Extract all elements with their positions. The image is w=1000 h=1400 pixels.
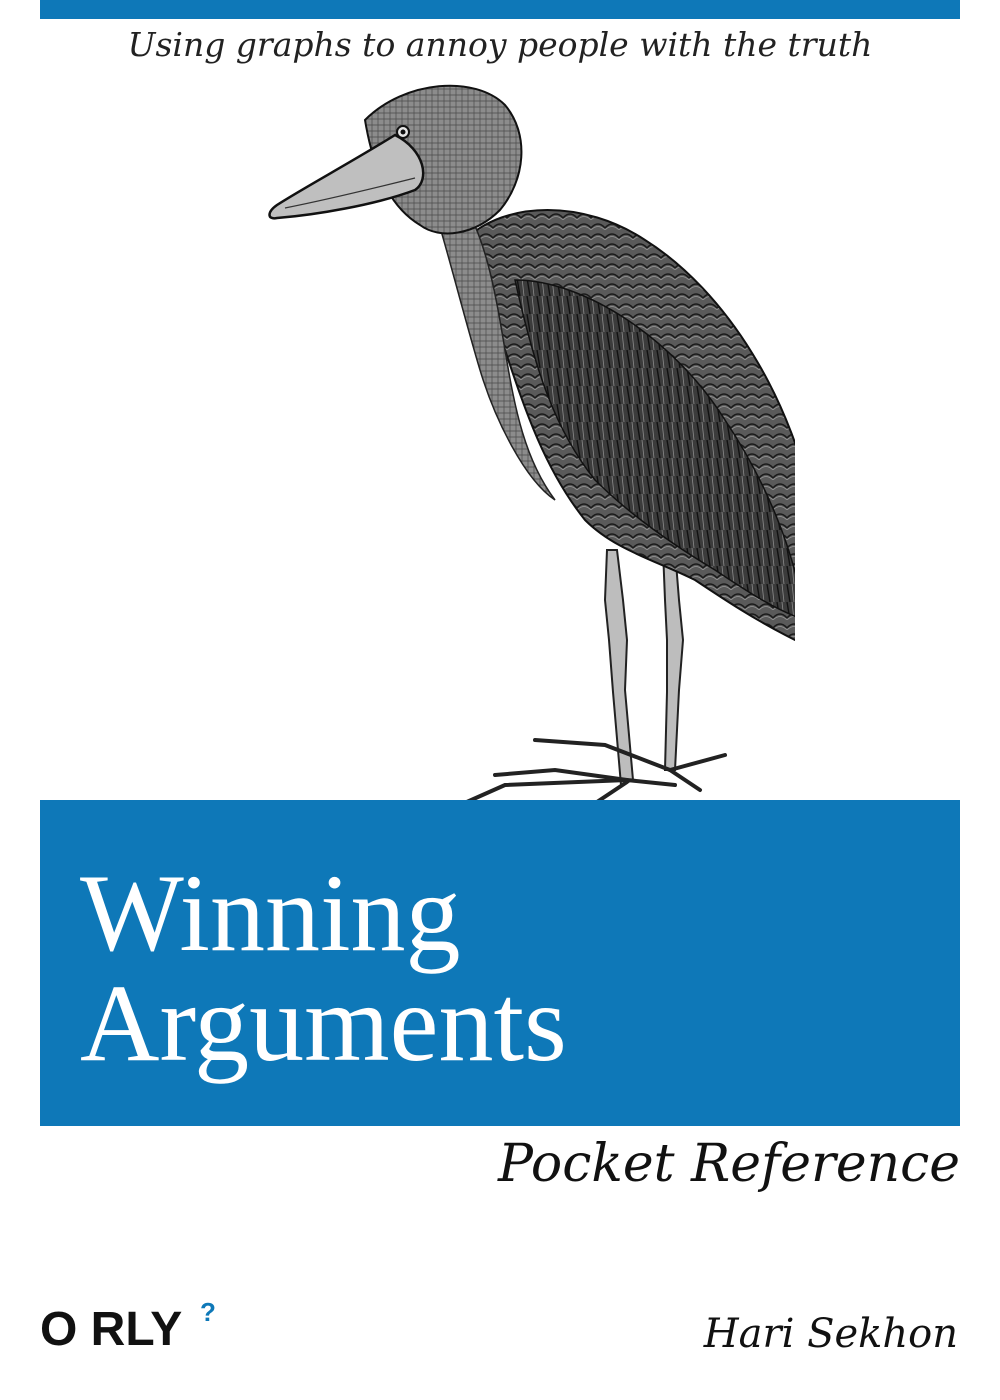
book-subtitle: Pocket Reference [498, 1134, 960, 1194]
bird-beak [268, 133, 425, 220]
title-box [40, 800, 960, 1126]
bird-head [363, 84, 523, 235]
book-title-line-2: Arguments [80, 962, 567, 1084]
shoebill-illustration [268, 84, 795, 852]
author-name: Hari Sekhon [703, 1311, 958, 1357]
bird-feet [458, 738, 727, 852]
tagline: Using graphs to annoy people with the tr… [127, 25, 873, 64]
bird-wing [514, 279, 795, 618]
publisher-logo-question-mark: ? [200, 1297, 216, 1327]
top-accent-bar [40, 0, 960, 19]
bird-legs [603, 549, 685, 787]
bird-chest [434, 188, 556, 501]
book-title-line-1: Winning [80, 852, 461, 974]
publisher-logo: O RLY [40, 1303, 183, 1356]
